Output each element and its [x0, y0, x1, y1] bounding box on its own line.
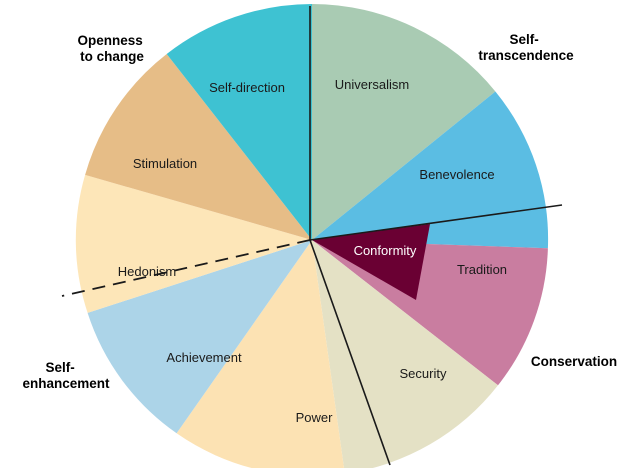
group-enhancement: Self- enhancement: [22, 360, 110, 391]
label-hedonism: Hedonism: [118, 264, 177, 279]
label-power: Power: [296, 410, 334, 425]
label-achievement: Achievement: [166, 350, 242, 365]
segment-universalism: [312, 4, 496, 240]
wedges: [75, 4, 549, 468]
group-enhancement-line-1: Self-: [45, 360, 74, 375]
segment-benevolence: [312, 91, 549, 249]
segment-tradition: [312, 240, 548, 386]
segment-conformity: [312, 224, 430, 300]
segment-stimulation: [85, 54, 312, 240]
label-universalism: Universalism: [335, 77, 409, 92]
group-openness-line-2: to change: [80, 49, 144, 64]
divider-east: [309, 204, 563, 241]
segment-labels: Universalism Benevolence Tradition Confo…: [118, 77, 507, 425]
label-tradition: Tradition: [457, 262, 507, 277]
group-labels: Openness to change Self- transcendence C…: [22, 32, 617, 391]
segment-hedonism: [75, 174, 313, 313]
label-self-direction: Self-direction: [209, 80, 285, 95]
group-openness-line-1: Openness: [77, 33, 142, 48]
segment-self-direction: [166, 4, 312, 240]
group-openness: Openness to change: [77, 33, 146, 64]
label-security: Security: [400, 366, 447, 381]
group-transcendence: Self- transcendence: [478, 32, 574, 63]
group-transcendence-line-1: Self-: [509, 32, 538, 47]
divider-south: [309, 239, 391, 466]
segment-achievement: [87, 240, 312, 434]
label-benevolence: Benevolence: [419, 167, 494, 182]
divider-west: [61, 239, 311, 297]
segment-power: [176, 240, 344, 468]
label-conformity: Conformity: [354, 243, 417, 258]
group-enhancement-line-2: enhancement: [22, 376, 110, 391]
group-conservation: Conservation: [531, 354, 617, 369]
quadrant-dividers: [61, 6, 563, 466]
group-transcendence-line-2: transcendence: [478, 48, 574, 63]
segment-security: [312, 240, 498, 468]
label-stimulation: Stimulation: [133, 156, 197, 171]
